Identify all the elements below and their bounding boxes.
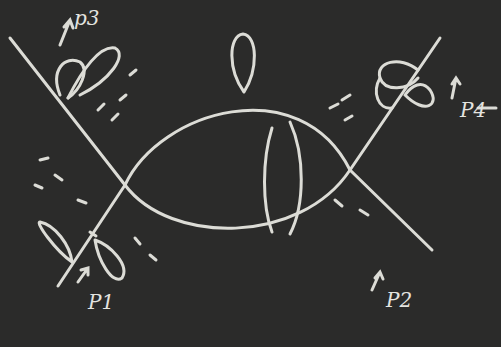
momentum-arrow [60, 20, 73, 45]
internal-line [290, 122, 301, 234]
chalk-lines [10, 20, 496, 290]
self-energy-loop [95, 240, 124, 279]
dash-mark [98, 70, 136, 120]
momentum-label: P4 [460, 100, 486, 120]
self-energy-loop [376, 78, 392, 108]
external-leg [58, 185, 125, 286]
propagator [125, 110, 350, 185]
dash-mark [330, 95, 368, 215]
momentum-arrow [452, 78, 460, 98]
propagator [125, 170, 350, 228]
dash-mark [35, 158, 156, 260]
internal-line [265, 128, 273, 232]
tadpole-loop [232, 34, 255, 92]
momentum-arrow [372, 272, 383, 290]
dashed-marks [35, 70, 368, 260]
self-energy-loop [379, 62, 418, 88]
momentum-label: P2 [386, 290, 412, 310]
external-leg [350, 38, 440, 170]
self-energy-loop [39, 222, 72, 262]
self-energy-loop [68, 48, 119, 98]
self-energy-loop [405, 85, 433, 107]
momentum-label: P1 [88, 292, 114, 312]
momentum-label: p3 [74, 8, 100, 28]
momentum-arrow [78, 268, 88, 282]
external-leg [10, 38, 125, 185]
